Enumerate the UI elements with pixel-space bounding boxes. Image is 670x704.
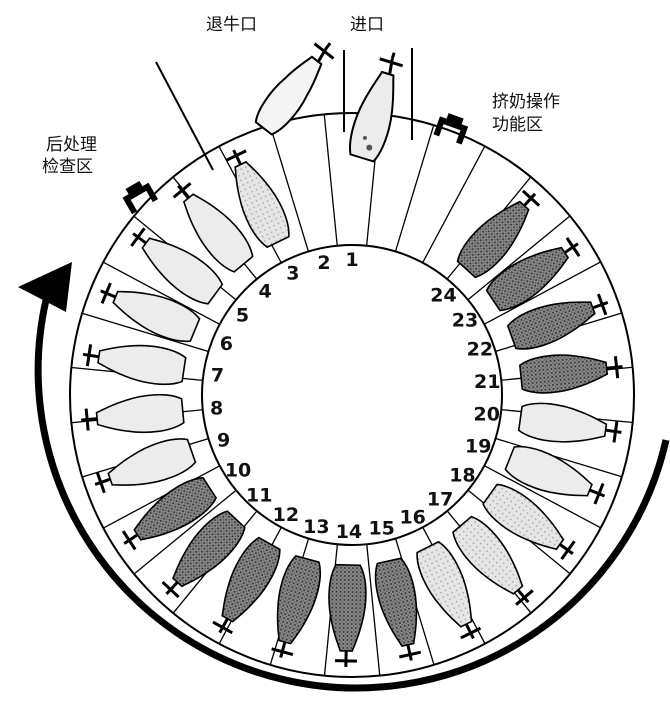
stall-number: 16 xyxy=(399,507,425,529)
stall-number: 21 xyxy=(474,371,500,393)
milking-zone-label-line2: 功能区 xyxy=(492,115,543,135)
entry-label: 进口 xyxy=(350,15,384,35)
stall-number: 3 xyxy=(286,263,299,285)
exit-label: 退牛口 xyxy=(206,15,257,35)
stall-number: 10 xyxy=(225,459,251,481)
stall-number: 8 xyxy=(210,398,223,420)
stall-number: 17 xyxy=(427,489,453,511)
stall-number: 22 xyxy=(467,339,493,361)
stall-number: 11 xyxy=(246,484,272,506)
milking-zone-label-line1: 挤奶操作 xyxy=(492,92,560,112)
stall-number: 23 xyxy=(452,309,478,331)
stall-number: 6 xyxy=(220,333,233,355)
stall-number: 20 xyxy=(473,404,499,426)
stall-number: 19 xyxy=(465,436,491,458)
post-zone-label-line1: 后处理 xyxy=(46,135,97,155)
stall-number: 4 xyxy=(259,280,272,302)
stall-number: 7 xyxy=(211,365,224,387)
stall-number: 5 xyxy=(236,304,249,326)
stall-number: 13 xyxy=(303,516,329,538)
stall-number: 2 xyxy=(317,252,330,274)
post-zone-label-line2: 检查区 xyxy=(42,157,93,177)
exit-guide-line xyxy=(156,62,213,170)
stall-number: 24 xyxy=(430,284,456,306)
stall-number: 18 xyxy=(449,464,475,486)
stall-number: 9 xyxy=(217,430,230,452)
stall-number: 1 xyxy=(345,249,358,271)
stall-number: 15 xyxy=(368,518,394,540)
stall-number: 14 xyxy=(336,521,362,543)
stall-number: 12 xyxy=(273,504,299,526)
